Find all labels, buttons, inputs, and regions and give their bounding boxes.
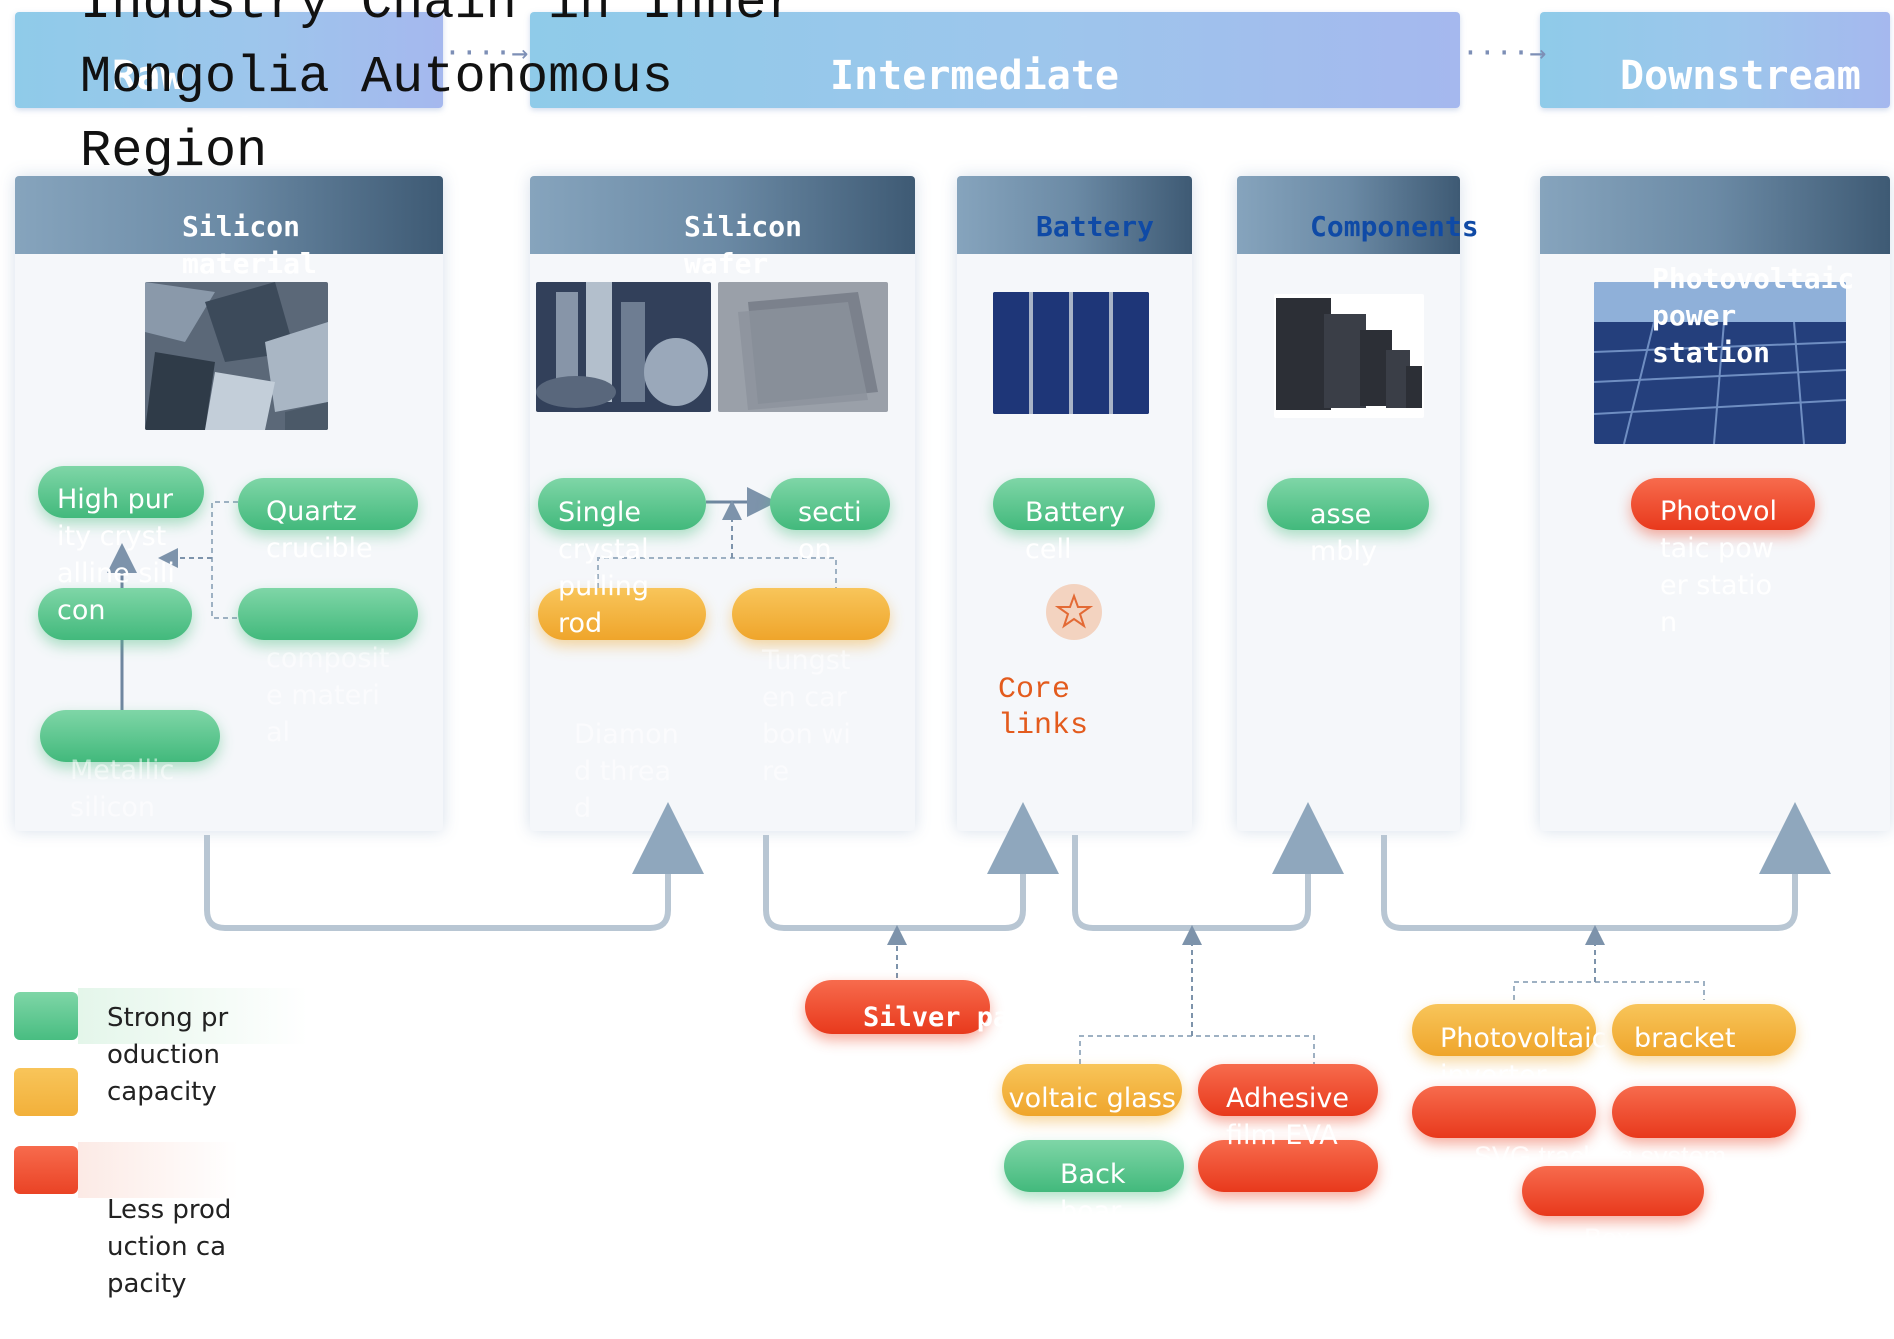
legend-band-less xyxy=(78,1142,238,1198)
node-metallic-silicon xyxy=(40,710,220,762)
node-battery-cell xyxy=(993,478,1155,530)
node-section xyxy=(770,478,890,530)
legend-band-strong xyxy=(78,988,308,1044)
node-high-purity-silicon xyxy=(38,466,204,518)
core-star-icon xyxy=(1046,584,1102,640)
node-pv-glass xyxy=(1002,1064,1182,1116)
node-pv-inverter-label: Photovoltaic inverter xyxy=(1440,1023,1607,1091)
panel-header xyxy=(1540,176,1890,254)
node-bracket-label: bracket xyxy=(1634,1023,1736,1054)
panel-header xyxy=(957,176,1192,254)
node-metallic-silicon-label: Metallic silicon xyxy=(70,755,175,823)
node-pv-station-label: Photovoltaic power station xyxy=(1660,496,1778,638)
node-single-crystal-rod xyxy=(538,478,706,530)
node-diamond-thread-label: Diamond thread xyxy=(574,719,679,824)
silicon-wafer-image xyxy=(718,282,888,412)
panel-header xyxy=(1237,176,1460,254)
pv-station-image xyxy=(1594,282,1846,444)
solar-cell-image xyxy=(993,292,1149,414)
node-section-label: section xyxy=(798,497,862,565)
node-box-label: Box xyxy=(1584,1223,1631,1253)
node-quartz-crucible xyxy=(238,478,418,530)
node-single-crystal-rod-lower xyxy=(538,588,706,640)
legend-strong-label: Strong production capacity xyxy=(107,1003,229,1107)
flow-arrow-icon: ····→ xyxy=(444,36,529,69)
node-box xyxy=(1522,1166,1704,1216)
node-pv-station xyxy=(1631,478,1815,530)
node-adhesive-film-eva-lower xyxy=(1198,1140,1378,1192)
node-tungsten-wire-label: Tungsten carbon wire xyxy=(762,645,851,787)
solar-panels-image xyxy=(1274,294,1424,418)
node-silver-paste-label: Silver paste xyxy=(863,1002,1023,1033)
legend-swatch-strong xyxy=(14,992,78,1040)
node-pv-glass-label: Photovoltaic glass xyxy=(1008,1083,1176,1114)
node-svg-tracking-right xyxy=(1612,1086,1796,1138)
node-assembly-label: assembly xyxy=(1310,499,1377,567)
panel-header xyxy=(530,176,915,254)
node-high-purity-silicon-lower xyxy=(38,588,192,640)
node-quartz-crucible-label: Quartz crucible xyxy=(266,496,373,564)
node-bracket xyxy=(1612,1004,1796,1056)
node-composite-material-label: composite material xyxy=(266,643,390,748)
node-adhesive-film-eva xyxy=(1198,1064,1378,1116)
node-silver-paste xyxy=(805,980,990,1034)
node-assembly xyxy=(1267,478,1429,530)
legend-swatch-less xyxy=(14,1146,78,1194)
silicon-material-image xyxy=(145,282,328,430)
core-links-label: Core links xyxy=(998,673,1089,743)
stage-intermediate-bar xyxy=(530,12,1460,108)
node-single-crystal-rod-label: Single crystal pulling rod xyxy=(558,497,650,639)
legend-less-label: Less production capacity xyxy=(107,1195,232,1299)
node-backboard-label: Backboard xyxy=(1060,1159,1126,1264)
node-battery-cell-label: Battery cell xyxy=(1025,497,1125,565)
node-high-purity-silicon-label: High purity crystalline silicon xyxy=(57,484,175,626)
page-title: Industry Chain in Inner Mongolia Autonom… xyxy=(80,0,798,181)
flow-arrow-icon: ····→ xyxy=(1462,36,1547,69)
node-svg-tracking-left xyxy=(1412,1086,1596,1138)
node-composite-material xyxy=(238,588,418,640)
legend-swatch-medium xyxy=(14,1068,78,1116)
stage-downstream-bar xyxy=(1540,12,1890,108)
stage-raw-material-bar xyxy=(15,12,443,108)
node-backboard xyxy=(1004,1140,1184,1192)
silicon-rods-image xyxy=(536,282,711,412)
node-pv-inverter xyxy=(1412,1004,1596,1056)
node-tungsten-carbon-wire xyxy=(732,588,890,640)
node-adhesive-film-label: Adhesive film EVA xyxy=(1226,1083,1350,1151)
panel-header xyxy=(15,176,443,254)
